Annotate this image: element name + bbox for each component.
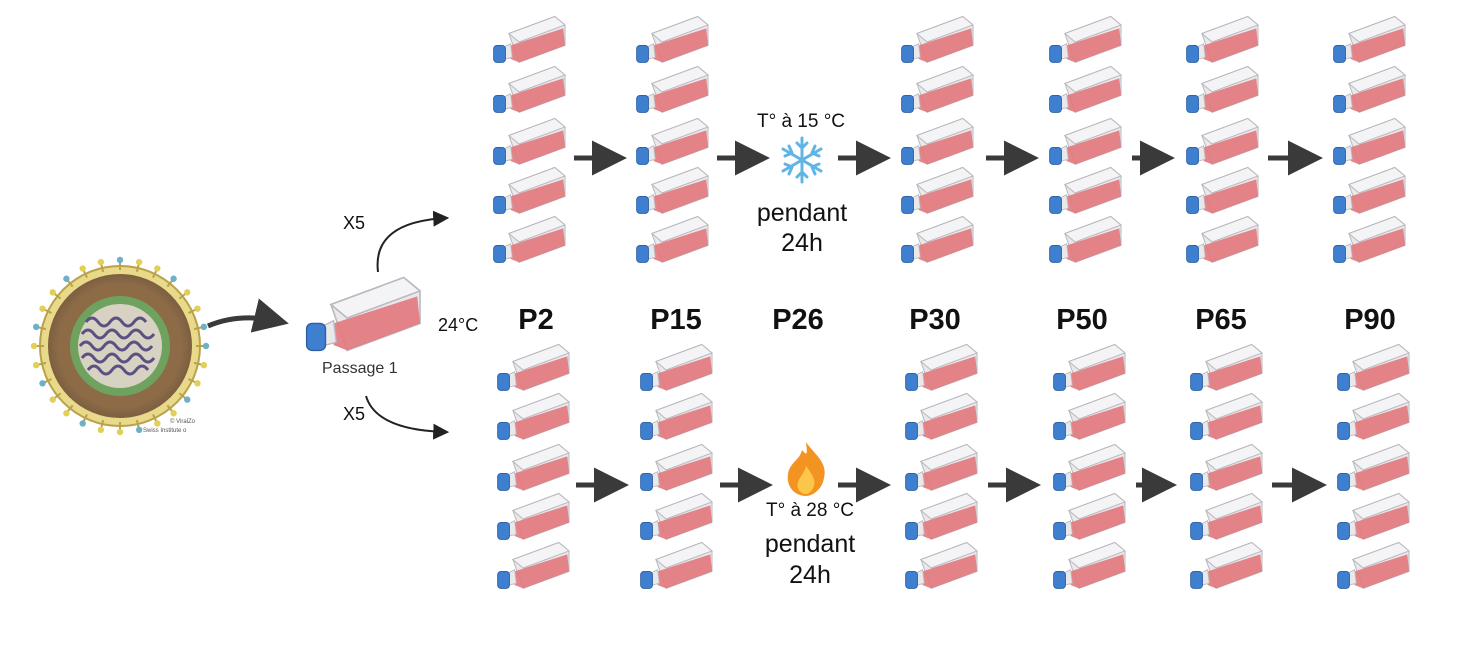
flask-top-p15-4: [636, 166, 710, 215]
flask-bottom-p2-1: [497, 343, 571, 392]
flask-top-p90-1: [1333, 15, 1407, 64]
passage-1-temperature: 24°C: [438, 315, 479, 335]
image-credit-line2: Swiss Institute o: [143, 428, 187, 434]
flask-bottom-p65-3: [1190, 443, 1264, 492]
branch-arrow-top: [376, 210, 450, 273]
flask-bottom-p30-3: [905, 443, 979, 492]
flask-top-p2-3: [493, 117, 567, 166]
flask-top-p15-5: [636, 215, 710, 264]
flask-top-p2-4: [493, 166, 567, 215]
flask-top-p65-1: [1186, 15, 1260, 64]
flask-top-p65-5: [1186, 215, 1260, 264]
flask-bottom-p30-1: [905, 343, 979, 392]
flask-top-p30-1: [901, 15, 975, 64]
flask-top-p90-4: [1333, 166, 1407, 215]
arrow-to-passage-1: [206, 298, 289, 333]
flask-bottom-p30-2: [905, 392, 979, 441]
top-condition: T° à 15 °C: [756, 111, 846, 132]
flask-bottom-p15-5: [640, 541, 714, 590]
flask-top-p50-4: [1049, 166, 1123, 215]
flask-bottom-p65-2: [1190, 392, 1264, 441]
flask-bottom-p30-4: [905, 492, 979, 541]
top-duration-line1: pendant: [756, 199, 848, 227]
flask-bottom-p90-3: [1337, 443, 1411, 492]
image-credit-line1: © ViralZo: [170, 419, 195, 425]
branch-arrow-bottom: [365, 395, 450, 440]
flask-bottom-p65-4: [1190, 492, 1264, 541]
flask-bottom-p50-3: [1053, 443, 1127, 492]
flask-top-p90-2: [1333, 65, 1407, 114]
virus-illustration-icon: [30, 256, 210, 436]
flask-top-p30-3: [901, 117, 975, 166]
passage-label-p90: P90: [1344, 304, 1396, 336]
flame-icon: [787, 442, 825, 496]
flask-bottom-p65-5: [1190, 541, 1264, 590]
flask-top-p90-5: [1333, 215, 1407, 264]
flask-top-p65-2: [1186, 65, 1260, 114]
flask-top-p90-3: [1333, 117, 1407, 166]
flask-top-p30-4: [901, 166, 975, 215]
flask-top-p50-1: [1049, 15, 1123, 64]
flask-bottom-p90-5: [1337, 541, 1411, 590]
top-duration-line2: 24h: [781, 229, 823, 257]
multiplier-bottom: X5: [343, 404, 366, 424]
passage-label-p2: P2: [518, 304, 554, 336]
flask-top-p65-4: [1186, 166, 1260, 215]
flask-top-p15-1: [636, 15, 710, 64]
passage-label-p15: P15: [650, 304, 702, 336]
flask-top-p50-2: [1049, 65, 1123, 114]
flask-top-p30-2: [901, 65, 975, 114]
passage-1-label: Passage 1: [322, 360, 398, 377]
passage-label-p30: P30: [909, 304, 961, 336]
flask-bottom-p2-3: [497, 443, 571, 492]
flask-bottom-p50-4: [1053, 492, 1127, 541]
flask-bottom-p15-4: [640, 492, 714, 541]
flask-bottom-p15-3: [640, 443, 714, 492]
flask-top-p2-5: [493, 215, 567, 264]
passage-label-p65: P65: [1195, 304, 1247, 336]
flask-bottom-p15-1: [640, 343, 714, 392]
snowflake-icon: [781, 136, 823, 184]
flask-bottom-p90-1: [1337, 343, 1411, 392]
flask-top-p2-2: [493, 65, 567, 114]
flask-top-p30-5: [901, 215, 975, 264]
flask-bottom-p90-4: [1337, 492, 1411, 541]
flask-bottom-p30-5: [905, 541, 979, 590]
flask-top-p50-5: [1049, 215, 1123, 264]
flask-bottom-p50-2: [1053, 392, 1127, 441]
flask-bottom-p2-5: [497, 541, 571, 590]
flask-bottom-p15-2: [640, 392, 714, 441]
flask-top-p65-3: [1186, 117, 1260, 166]
passage-label-p50: P50: [1056, 304, 1108, 336]
flask-passage-1: [305, 276, 422, 352]
flask-top-p50-3: [1049, 117, 1123, 166]
bottom-duration-line2: 24h: [789, 561, 831, 589]
flask-bottom-p2-2: [497, 392, 571, 441]
flask-top-p15-3: [636, 117, 710, 166]
flask-bottom-p50-1: [1053, 343, 1127, 392]
bottom-condition: T° à 28 °C: [765, 500, 855, 521]
flask-top-p2-1: [493, 15, 567, 64]
passage-label-p26: P26: [772, 304, 824, 336]
flask-bottom-p90-2: [1337, 392, 1411, 441]
flask-bottom-p65-1: [1190, 343, 1264, 392]
flask-bottom-p50-5: [1053, 541, 1127, 590]
flask-top-p15-2: [636, 65, 710, 114]
flask-bottom-p2-4: [497, 492, 571, 541]
bottom-duration-line1: pendant: [764, 530, 856, 558]
multiplier-top: X5: [343, 213, 366, 233]
